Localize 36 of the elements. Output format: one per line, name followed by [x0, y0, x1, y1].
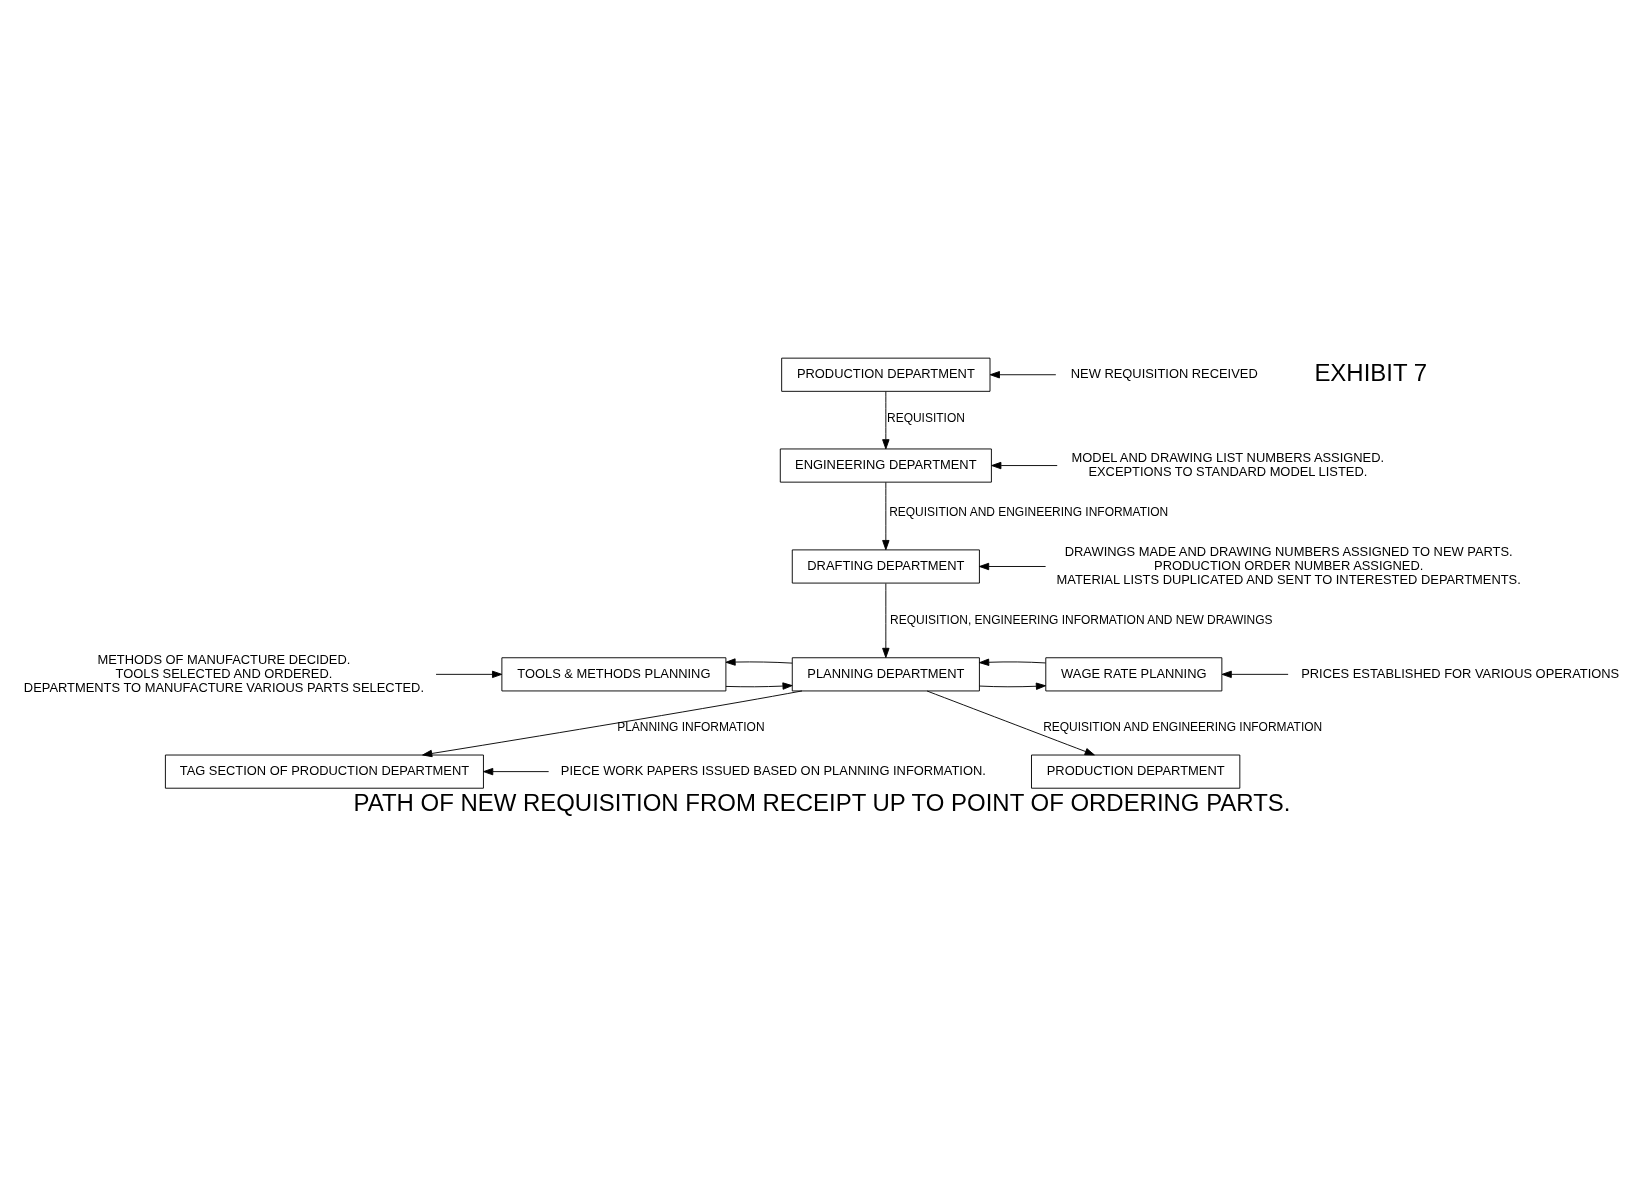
arrow — [991, 461, 1058, 469]
node-box: PRODUCTION DEPARTMENT — [1031, 754, 1241, 789]
node-text: PRICES ESTABLISHED FOR VARIOUS OPERATIONS — [1301, 665, 1620, 681]
edge-label: PLANNING INFORMATION — [617, 719, 765, 734]
arrow — [989, 370, 1057, 378]
arrow — [1221, 670, 1289, 678]
node-box: TAG SECTION OF PRODUCTION DEPARTMENT — [164, 754, 484, 789]
arrow — [882, 582, 890, 658]
edge-label: REQUISITION AND ENGINEERING INFORMATION — [1043, 719, 1323, 734]
arrow — [979, 658, 1046, 666]
arrow — [926, 690, 1095, 755]
node-box: TOOLS & METHODS PLANNING — [501, 656, 727, 691]
arrow — [422, 690, 803, 757]
arrow — [483, 767, 550, 775]
arrow — [435, 670, 503, 678]
arrow — [882, 390, 890, 449]
edge-label: REQUISITION, ENGINEERING INFORMATION AND NEW DRAWINGS — [890, 612, 1273, 627]
arrow — [979, 682, 1046, 690]
diagram-title: PATH OF NEW REQUISITION FROM RECEIPT UP TO POINT OF ORDERING PARTS. — [353, 788, 1291, 816]
arrow — [725, 657, 793, 666]
node-text: METHODS OF MANUFACTURE DECIDED. TOOLS SELECTED AND ORDERED. DEPARTMENTS TO MANUFACTURE VARIOUS PARTS SELECTED. — [23, 651, 425, 695]
node-box: PLANNING DEPARTMENT — [791, 656, 980, 691]
node-text: DRAWINGS MADE AND DRAWING NUMBERS ASSIGNED TO NEW PARTS. PRODUCTION ORDER NUMBER ASSIGNED. MATERIAL LISTS DUPLICATED AND SENT TO INTERESTED DEPARTMENTS. — [1056, 543, 1521, 587]
arrow — [979, 562, 1047, 570]
node-text: MODEL AND DRAWING LIST NUMBERS ASSIGNED. EXCEPTIONS TO STANDARD MODEL LISTED. — [1071, 449, 1385, 479]
node-box: ENGINEERING DEPARTMENT — [779, 448, 992, 483]
node-text: PIECE WORK PAPERS ISSUED BASED ON PLANNING INFORMATION. — [560, 762, 986, 778]
label: EXHIBIT 7 — [1314, 358, 1428, 386]
edge-label: REQUISITION — [887, 410, 965, 425]
node-box: DRAFTING DEPARTMENT — [791, 548, 980, 584]
node-text: NEW REQUISITION RECEIVED — [1070, 365, 1258, 381]
arrow — [725, 681, 793, 690]
node-box: WAGE RATE PLANNING — [1045, 656, 1223, 691]
arrow — [882, 481, 890, 550]
edge-label: REQUISITION AND ENGINEERING INFORMATION — [889, 504, 1169, 519]
node-box: PRODUCTION DEPARTMENT — [781, 357, 991, 392]
